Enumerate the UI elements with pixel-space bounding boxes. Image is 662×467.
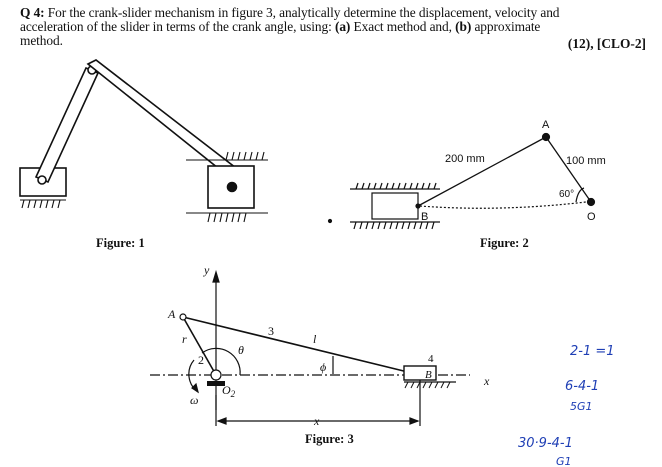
fig2-dot <box>327 218 333 224</box>
part-b-label: (b) <box>455 19 472 34</box>
fig2-pin-O <box>586 197 596 207</box>
figure-2-labels: A B O 200 mm 100 mm 60° <box>421 119 606 223</box>
fig3-pin-A <box>179 313 187 321</box>
fig3-theta-arc <box>201 347 241 376</box>
part-a-label: (a) <box>334 19 351 34</box>
figure-1-caption: Figure: 1 <box>96 236 145 250</box>
handwriting-line-5: G1 <box>556 455 572 467</box>
fig1-pivot-bottom <box>37 175 47 185</box>
fig3-y-arrow <box>212 269 220 283</box>
question-line-3: method. <box>20 33 63 48</box>
fig2-length-OA: 100 mm <box>566 155 606 167</box>
fig2-angle-arc <box>575 187 585 203</box>
handwriting-line-2: 6-4-1 <box>565 379 599 394</box>
fig2-slider-block <box>371 192 419 220</box>
fig2-length-AB: 200 mm <box>445 153 485 165</box>
figure-3-caption: Figure: 3 <box>305 432 354 446</box>
fig3-label-B: B <box>425 369 432 381</box>
handwriting-line-3: 5G1 <box>570 400 593 413</box>
fig3-omega-arrow <box>191 382 199 394</box>
fig2-pin-A <box>541 132 551 142</box>
fig3-label-theta: θ <box>238 343 244 357</box>
fig3-pivot-O2 <box>210 369 222 381</box>
fig3-label-omega: ω <box>190 393 198 407</box>
question-marks: (12), [CLO-2] <box>567 36 646 51</box>
fig3-label-phi: ϕ <box>320 360 326 374</box>
handwriting-line-4: 30·9-4-1 <box>518 436 573 451</box>
question-number: Q 4: <box>20 5 45 20</box>
fig3-label-O2: O2 <box>222 383 236 399</box>
question-line-2-text: acceleration of the slider in terms of t… <box>20 19 335 34</box>
fig2-label-A: A <box>542 119 550 131</box>
handwritten-notes: 2-1 =1 6-4-1 5G1 30·9-4-1 G1 <box>518 344 615 467</box>
fig2-coupler-link <box>417 136 547 207</box>
fig3-label-x-axis: x <box>483 374 490 388</box>
fig3-ground-O2 <box>207 381 225 386</box>
fig1-left-hatch <box>20 199 66 209</box>
fig1-slider-pin <box>226 181 238 193</box>
fig2-bottom-guide <box>350 221 440 230</box>
fig2-dotted-line <box>419 201 587 209</box>
handwriting-line-1: 2-1 =1 <box>570 344 615 359</box>
fig3-slider-hatch <box>404 381 451 389</box>
fig3-label-x-dim: x <box>313 414 320 428</box>
fig1-crank-link <box>34 66 100 184</box>
fig3-label-y: y <box>203 263 210 277</box>
fig3-label-3: 3 <box>268 324 274 338</box>
fig3-label-4: 4 <box>428 353 434 365</box>
fig3-label-l: l <box>313 332 317 346</box>
figure-3-drawing <box>150 269 470 426</box>
fig2-label-O: O <box>587 211 596 223</box>
fig1-top-guide <box>186 151 268 161</box>
fig1-bottom-guide <box>186 212 268 223</box>
part-a-text: Exact method and, <box>350 19 456 34</box>
question-text: Q 4: For the crank-slider mechanism in f… <box>20 6 620 48</box>
fig3-label-A: A <box>167 307 176 321</box>
fig3-dim-arrow <box>409 417 420 425</box>
fig3-crank <box>182 316 217 376</box>
fig2-crank-link <box>545 136 592 203</box>
fig2-angle: 60° <box>559 189 574 200</box>
fig3-label-r: r <box>182 332 187 346</box>
fig3-coupler <box>182 316 421 376</box>
figure-2-caption: Figure: 2 <box>480 236 529 250</box>
fig3-dim-arrow-left <box>216 417 227 425</box>
fig3-label-2: 2 <box>198 353 204 367</box>
question-line-2: acceleration of the slider in terms of t… <box>20 20 620 34</box>
fig2-label-B: B <box>421 211 428 223</box>
question-line-1: Q 4: For the crank-slider mechanism in f… <box>20 6 620 20</box>
fig1-coupler-link <box>86 59 238 178</box>
figure-3-labels: y A r 3 l 2 θ ϕ 4 B O2 ω x x <box>167 263 490 428</box>
figure-1-drawing <box>19 59 268 223</box>
fig2-top-guide <box>350 182 440 190</box>
question-line-1-text: For the crank-slider mechanism in figure… <box>47 5 560 20</box>
figure-2-drawing <box>327 132 596 230</box>
part-b-text: approximate <box>471 19 541 34</box>
fig2-pin-B <box>415 203 421 209</box>
